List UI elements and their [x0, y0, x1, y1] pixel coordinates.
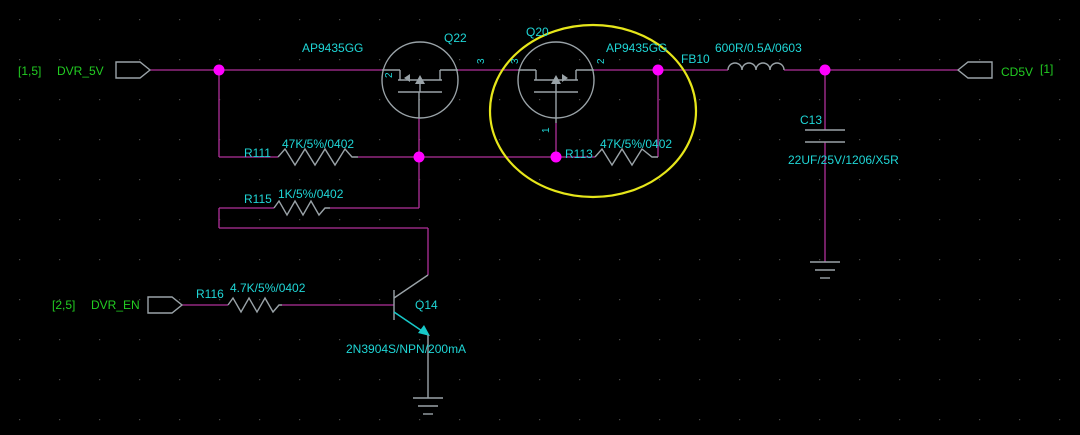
r116-ref-label: R116: [196, 287, 224, 301]
r111-value-label: 47K/5%/0402: [282, 137, 354, 151]
r116-value-label: 4.7K/5%/0402: [230, 281, 306, 295]
junction-dot: [550, 151, 562, 163]
r113-value-label: 47K/5%/0402: [600, 137, 672, 151]
q22-value-label: AP9435GG: [302, 41, 363, 55]
q20-pin-label: 2: [596, 58, 607, 64]
q20-pin-label: 3: [510, 58, 521, 64]
ground-symbol-q14: [413, 397, 443, 415]
r115-value-label: 1K/5%/0402: [278, 187, 344, 201]
net-ref-cd5v: [1]: [1040, 62, 1053, 76]
c13-ref-label: C13: [800, 113, 822, 127]
r115-ref-label: R115: [244, 192, 272, 206]
r111-ref-label: R111: [244, 146, 271, 160]
q22-pin-label: 3: [476, 58, 487, 64]
junction-dot: [413, 151, 425, 163]
r116-resistor-symbol: [227, 296, 282, 314]
net-label-dvr-5v-flag: [115, 61, 152, 79]
net-name-dvr-en: DVR_EN: [91, 298, 140, 312]
net-label-cd5v-flag: [956, 61, 993, 79]
net-name-dvr-5v: DVR_5V: [57, 64, 104, 78]
q14-ref-label: Q14: [415, 298, 438, 312]
junction-dot: [213, 64, 225, 76]
junctions: [213, 64, 831, 163]
q22-ref-label: Q22: [444, 31, 467, 45]
net-ref-dvr-en: [2,5]: [52, 298, 75, 312]
junction-dot: [819, 64, 831, 76]
net-ref-dvr-5v: [1,5]: [18, 64, 41, 78]
c13-value-label: 22UF/25V/1206/X5R: [788, 153, 899, 167]
highlight-ellipse: [488, 23, 698, 199]
junction-dot: [652, 64, 664, 76]
c13-capacitor-symbol: [805, 129, 845, 143]
net-label-dvr-en-flag: [147, 296, 184, 314]
fb10-ref-label: FB10: [681, 52, 710, 66]
q22-pin-label: 2: [384, 72, 395, 78]
q20-pin-label: 1: [541, 127, 552, 133]
r113-resistor-symbol: [594, 147, 658, 167]
q14-npn-transistor-symbol: [393, 274, 430, 398]
r111-resistor-symbol: [277, 147, 358, 167]
r113-ref-label: R113: [565, 147, 593, 161]
q20-mosfet-symbol: [517, 41, 595, 123]
q20-ref-label: Q20: [526, 25, 549, 39]
q20-value-label: AP9435GG: [606, 41, 667, 55]
ground-symbol-c13: [810, 261, 840, 279]
net-name-cd5v: CD5V: [1001, 65, 1033, 79]
wires: [150, 69, 958, 306]
fb10-value-label: 600R/0.5A/0603: [715, 41, 802, 55]
q22-mosfet-symbol: [381, 41, 459, 119]
q14-value-label: 2N3904S/NPN/200mA: [346, 342, 466, 356]
r115-resistor-symbol: [273, 199, 330, 217]
fb10-ferrite-bead-symbol: [727, 62, 785, 71]
